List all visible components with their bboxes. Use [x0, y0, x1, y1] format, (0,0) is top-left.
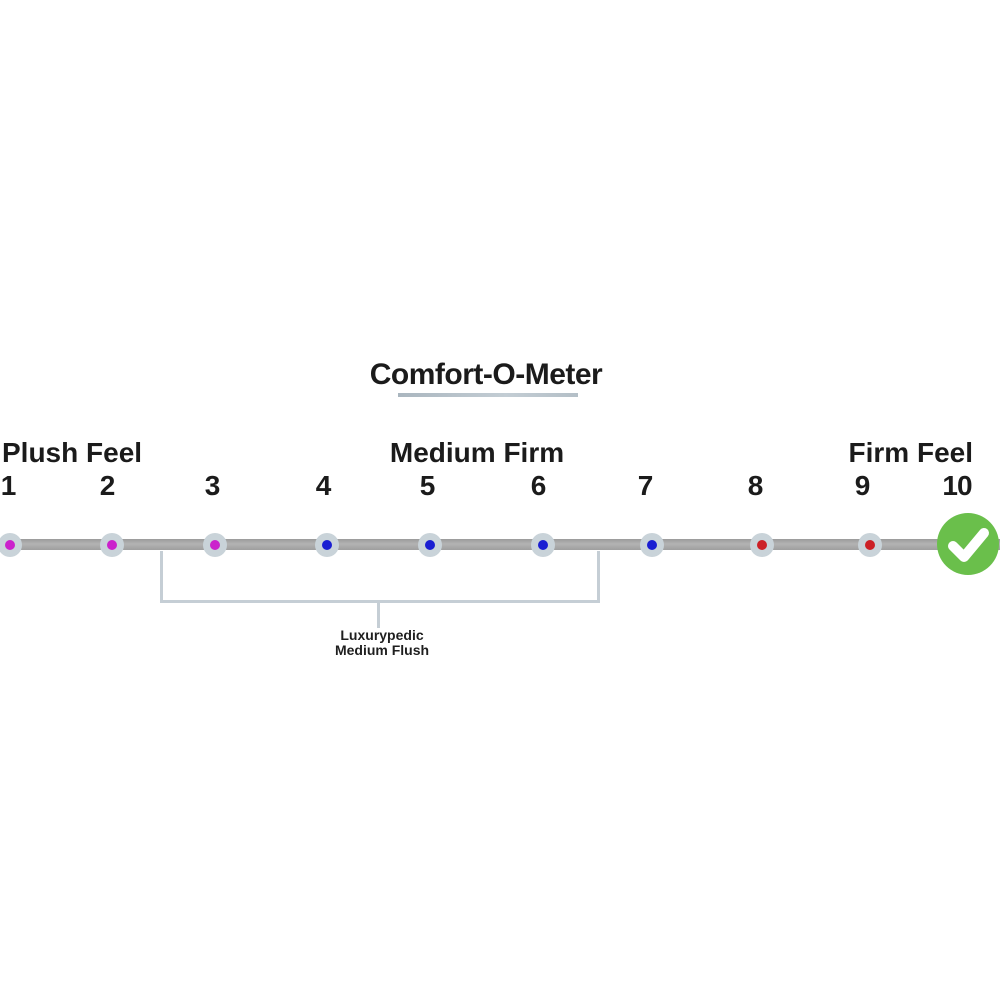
meter-dot-inner-9 [865, 539, 875, 550]
scale-number-8: 8 [747, 470, 764, 501]
scale-number-5: 5 [419, 470, 436, 501]
meter-dot-9 [858, 532, 882, 557]
label-medium-firm: Medium Firm [389, 437, 565, 468]
meter-dot-inner-6 [538, 539, 548, 550]
scale-number-4: 4 [315, 470, 332, 501]
title-underline [398, 393, 578, 397]
scale-number-9: 9 [854, 470, 871, 501]
bracket-bottom-line [160, 600, 600, 603]
meter-dot-5 [418, 532, 442, 557]
label-plush-feel: Plush Feel [2, 437, 143, 468]
annotation-line2: Medium Flush [334, 642, 430, 658]
meter-dot-6 [531, 532, 555, 557]
selected-check-marker [937, 513, 999, 575]
bracket-left-line [160, 551, 163, 603]
scale-number-7: 7 [637, 470, 654, 501]
meter-dot-8 [750, 532, 774, 557]
meter-dot-inner-1 [5, 539, 15, 550]
annotation-line1: Luxurypedic [340, 627, 424, 643]
meter-dot-inner-3 [210, 539, 220, 550]
label-firm-feel: Firm Feel [848, 437, 973, 468]
meter-dot-7 [640, 532, 664, 557]
meter-dot-3 [203, 532, 227, 557]
scale-number-6: 6 [530, 470, 547, 501]
meter-dot-inner-4 [322, 539, 332, 550]
meter-dot-1 [0, 532, 22, 557]
page-title: Comfort-O-Meter [369, 358, 603, 391]
scale-bar [0, 539, 1000, 550]
meter-dot-inner-2 [107, 539, 117, 550]
meter-dot-inner-5 [425, 539, 435, 550]
scale-number-10: 10 [942, 470, 972, 501]
checkmark-icon [948, 528, 989, 562]
bracket-right-line [597, 551, 600, 603]
meter-dot-2 [100, 532, 124, 557]
annotation-luxurypedic: Luxurypedic Medium Flush [335, 628, 429, 658]
scale-number-2: 2 [99, 470, 116, 501]
meter-dot-inner-7 [647, 539, 657, 550]
bracket-stem-line [377, 603, 380, 628]
scale-number-1: 1 [0, 470, 17, 501]
scale-number-3: 3 [204, 470, 221, 501]
meter-dot-4 [315, 532, 339, 557]
meter-dot-inner-8 [757, 539, 767, 550]
